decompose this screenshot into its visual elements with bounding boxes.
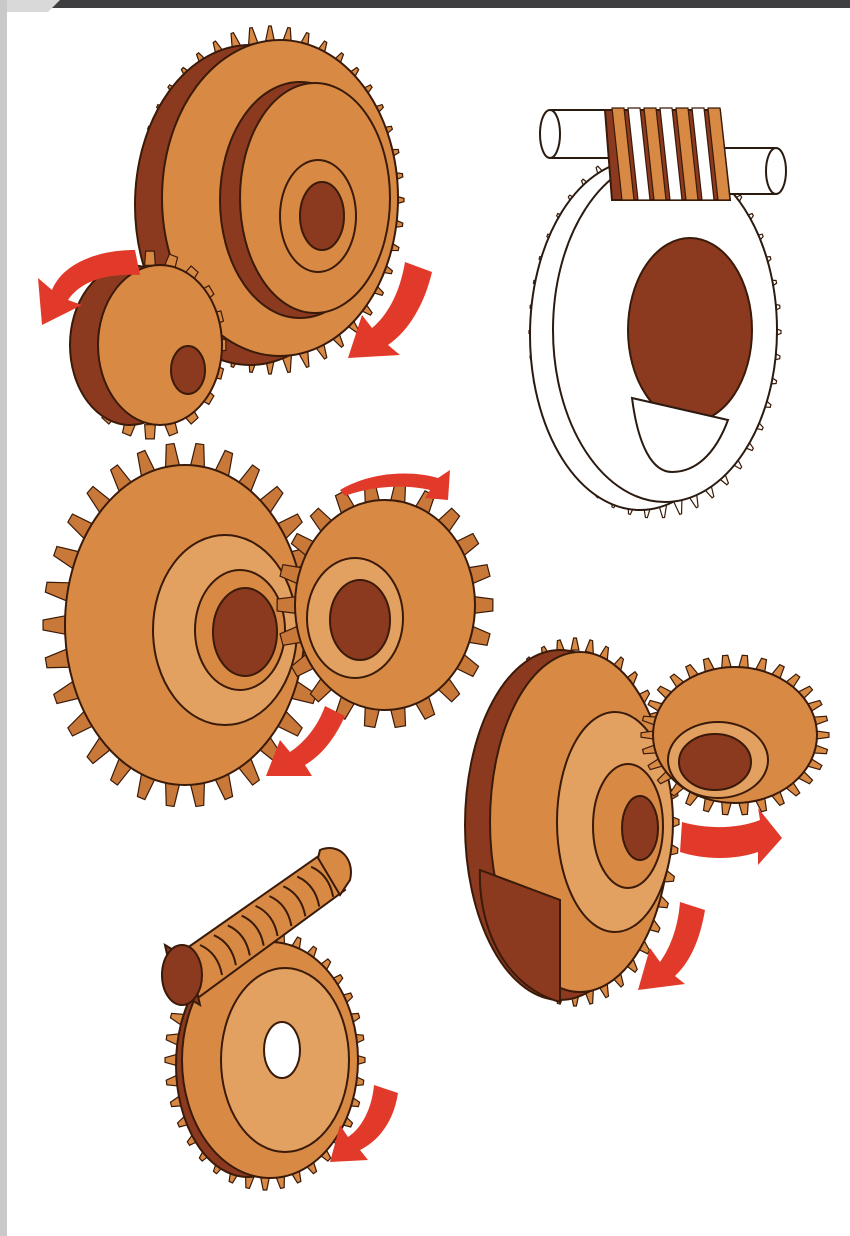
bevel-tooth	[739, 655, 748, 668]
spur-tooth	[249, 28, 258, 45]
bevel-tooth	[45, 649, 69, 668]
helical-gear-pair	[529, 108, 786, 518]
spur-tooth	[145, 425, 156, 439]
spiral-bevel-gear-pair	[43, 444, 493, 807]
large-bevel-gear	[465, 638, 679, 1006]
bevel-tooth	[585, 640, 593, 654]
bevel-tooth	[739, 802, 748, 815]
worm-wheel-tooth	[261, 1178, 269, 1190]
bevel-tooth	[43, 616, 65, 634]
rotation-arrow-right	[680, 808, 782, 865]
left-border	[0, 0, 7, 1236]
bevel-tooth	[475, 597, 493, 613]
bevel-tooth	[166, 444, 180, 468]
bevel-tooth	[641, 731, 653, 739]
bevel-tooth	[722, 802, 731, 815]
bevel-tooth	[722, 655, 731, 668]
bevel-tooth	[277, 597, 295, 613]
bevel-tooth	[166, 783, 180, 807]
top-bar	[0, 0, 850, 8]
helical-pinion	[540, 108, 786, 200]
spur-gear-pair	[38, 26, 432, 439]
bevel-tooth	[191, 444, 205, 468]
bevel-gear-pair	[465, 638, 829, 1006]
bevel-tooth	[571, 638, 579, 650]
bevel-tooth	[45, 582, 69, 601]
bevel-tooth	[191, 783, 205, 807]
helical-ring-gear	[529, 146, 781, 517]
spur-tooth	[145, 251, 156, 265]
worm-gear-pair	[162, 848, 398, 1190]
top-bar-corner	[0, 0, 60, 12]
bevel-tooth	[817, 731, 829, 739]
